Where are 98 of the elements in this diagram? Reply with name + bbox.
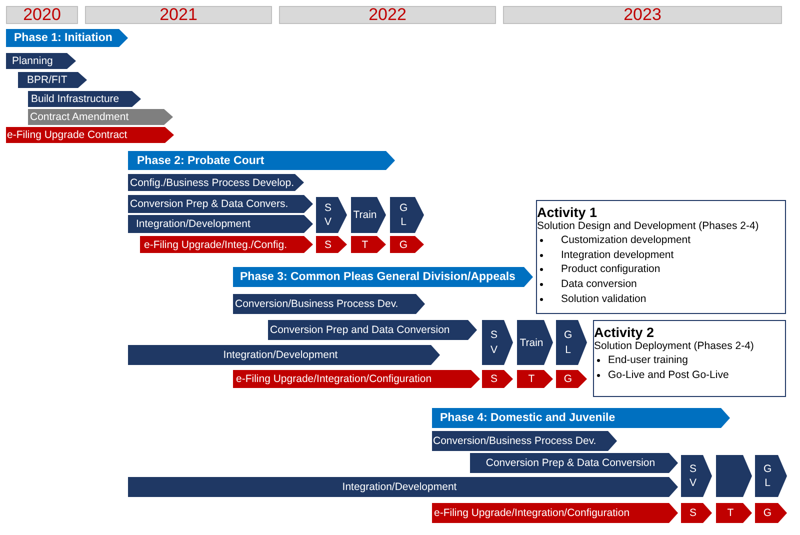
task-label: G L <box>400 200 408 230</box>
task-bar <box>316 236 347 253</box>
task-bar <box>316 197 347 233</box>
activity-box <box>536 200 786 314</box>
bullet-item: Product configuration <box>537 262 691 278</box>
bullet-item: Data conversion <box>537 277 691 292</box>
task-bar <box>556 370 587 388</box>
task-label: G L <box>764 462 772 490</box>
activity-subtitle: Solution Deployment (Phases 2-4) <box>594 340 754 352</box>
task-bar <box>517 370 553 388</box>
task-bar <box>18 72 87 88</box>
task-bar <box>432 431 617 451</box>
task-bar <box>233 370 480 388</box>
task-bar <box>681 503 712 523</box>
year-header <box>6 6 78 24</box>
task-bar <box>755 455 787 497</box>
task-bar <box>482 370 513 388</box>
task-label: Train <box>520 336 544 348</box>
year-header <box>85 6 272 24</box>
task-label: G <box>763 507 772 519</box>
task-bar <box>681 455 712 497</box>
task-bar <box>517 320 553 365</box>
task-label: Build Infrastructure <box>31 93 120 105</box>
task-bar <box>351 197 386 233</box>
task-bar <box>755 503 787 523</box>
phase-bar <box>6 29 128 47</box>
task-label: S <box>490 373 498 385</box>
task-bar <box>268 320 477 340</box>
task-label: Conversion/Business Process Dev. <box>433 435 596 447</box>
task-bar <box>470 453 678 473</box>
task-label: Conversion Prep & Data Convers. <box>130 198 288 210</box>
task-bar <box>128 195 313 213</box>
task-label: BPR/FIT <box>27 74 68 86</box>
activity-subtitle: Solution Design and Development (Phases 2-4) <box>537 220 759 232</box>
task-bar <box>390 197 424 233</box>
task-bar <box>6 53 76 69</box>
task-label: G <box>399 238 408 250</box>
task-label: Integration/Development <box>136 218 250 230</box>
task-bar <box>556 320 587 365</box>
task-label: T <box>727 507 734 519</box>
task-label: Conversion Prep and Data Conversion <box>270 324 450 336</box>
year-label: 2020 <box>23 5 61 25</box>
task-label: S <box>689 507 696 519</box>
task-bar <box>128 477 678 497</box>
task-label: T <box>528 373 535 385</box>
task-label: Train <box>353 209 377 221</box>
task-label: G <box>564 373 572 385</box>
task-bar <box>351 236 386 253</box>
phase-label: Phase 4: Domestic and Juvenile <box>440 412 616 424</box>
task-bar <box>128 345 440 365</box>
phase-bar <box>233 267 533 287</box>
task-bar <box>482 320 513 365</box>
task-label: Planning <box>12 55 53 67</box>
activity-box <box>593 320 786 397</box>
task-label: Conversion Prep & Data Conversion <box>486 457 656 469</box>
task-label: e-Filing Upgrade/Integ./Config. <box>144 238 287 250</box>
phase-bar <box>128 151 395 170</box>
bullet-item: Go-Live and Post Go-Live <box>594 368 729 382</box>
year-label: 2023 <box>624 5 662 25</box>
task-label: Conversion/Business Process Dev. <box>235 298 398 310</box>
task-bar <box>6 127 174 143</box>
blank-bar <box>716 455 752 497</box>
task-label: Contract Amendment <box>30 111 129 123</box>
task-bar <box>28 91 141 107</box>
task-label: T <box>362 238 368 250</box>
task-label: Config./Business Process Develop. <box>130 176 294 188</box>
phase-bar <box>432 408 730 428</box>
year-header <box>279 6 496 24</box>
activity-heading: Activity 1 <box>537 205 598 220</box>
task-label: e-Filing Upgrade Contract <box>7 129 128 141</box>
task-bar <box>128 174 304 191</box>
bullet-item: Customization development <box>537 233 691 248</box>
phase-label: Phase 2: Probate Court <box>137 154 264 166</box>
task-label: S V <box>490 328 498 357</box>
task-label: S <box>324 238 332 250</box>
phase-label: Phase 1: Initiation <box>14 32 112 44</box>
task-bar <box>128 215 313 233</box>
bullet-item: End-user training <box>594 353 729 368</box>
task-label: Integration/Development <box>223 349 338 361</box>
task-bar <box>716 503 752 523</box>
task-label: e-Filing Upgrade/Integration/Configuration <box>434 507 630 519</box>
task-label: S V <box>689 462 697 490</box>
task-label: e-Filing Upgrade/Integration/Configuration <box>236 373 432 385</box>
task-label: G L <box>564 328 572 357</box>
task-bar <box>28 109 173 125</box>
year-header <box>503 6 782 24</box>
year-label: 2021 <box>160 5 198 25</box>
task-label: Integration/Development <box>342 481 457 493</box>
task-label: S V <box>324 200 332 230</box>
bullet-item: Integration development <box>537 248 691 262</box>
activity-heading: Activity 2 <box>594 325 654 340</box>
task-bar <box>233 294 425 314</box>
bullet-item: Solution validation <box>537 292 691 306</box>
year-label: 2022 <box>368 5 406 25</box>
task-bar <box>140 236 313 253</box>
phase-label: Phase 3: Common Pleas General Division/Appeals <box>240 271 516 283</box>
task-bar <box>432 503 678 523</box>
task-bar <box>390 236 424 253</box>
